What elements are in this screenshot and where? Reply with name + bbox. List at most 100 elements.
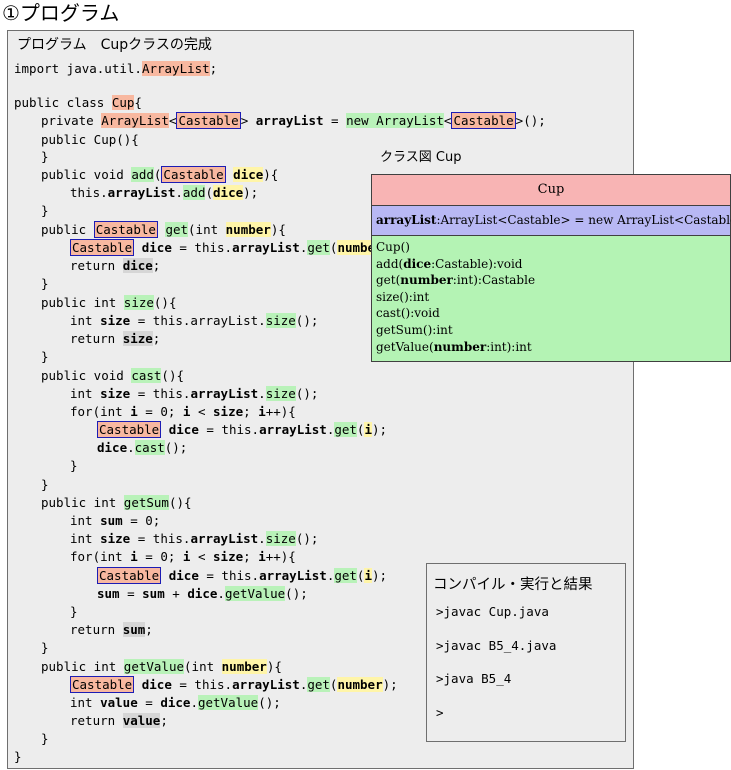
code-text: this. [70,185,108,200]
code-text: public Cup(){ [41,132,139,147]
code-text: ; [160,713,168,728]
code-token-var: dice [168,568,199,583]
code-token-var: arrayList [232,677,300,692]
code-text: + [164,586,188,601]
code-text: . [299,240,308,255]
code-text: ; [152,331,161,346]
code-token-var: dice [187,586,218,601]
uml-operation-param: number [433,339,487,354]
code-text: } [41,203,49,218]
code-token-mth: add [182,185,206,200]
code-text: (); [295,386,319,401]
code-token-var: arrayList [190,531,259,546]
code-token-var: size [100,386,131,401]
code-token-ylw: number [225,222,271,237]
code-text: = [323,113,347,128]
code-text: . [190,695,198,710]
code-text: (); [285,586,308,601]
code-text: ( [205,185,214,200]
code-line: int sum = 0; [70,512,160,530]
uml-operation: cast():void [376,305,730,322]
code-line: dice.cast(); [97,439,187,457]
code-line: public Cup(){ [41,131,139,149]
code-text: int [70,531,101,546]
code-token-mth: getValue [123,659,185,674]
code-text [134,677,142,692]
code-line: public int getSum(){ [41,494,192,512]
code-text [161,568,169,583]
result-panel: コンパイル・実行と結果 >javac Cup.java >javac B5_4.… [426,563,626,742]
code-text: ); [371,568,388,583]
code-text: ( [356,422,365,437]
code-text: . [175,185,183,200]
code-line: for(int i = 0; i < size; i++){ [70,548,296,566]
code-line: } [41,639,49,657]
code-text: public void [41,368,132,383]
code-line: Castable dice = this.arrayList.get(i); [97,567,387,585]
code-token-cls: Cup [111,95,135,110]
code-token-var: arrayList [190,386,259,401]
code-text: (int [184,659,222,674]
code-token-var: i [130,404,138,419]
code-line: Castable dice = this.arrayList.get(i); [97,421,387,439]
code-token-ylw: dice [213,185,244,200]
uml-operation-post: :int):Castable [452,273,536,288]
code-token-mth: cast [134,440,165,455]
code-token-var: value [100,695,138,710]
code-text: > [240,113,256,128]
uml-operation-pre: add( [376,256,404,271]
code-token-box: Castable [70,676,135,693]
code-line: public void cast(){ [41,367,184,385]
code-line: } [41,275,49,293]
uml-operation-pre: size():int [376,289,430,304]
code-text: public [41,222,94,237]
code-text: = [119,586,143,601]
code-line: return value; [70,712,168,730]
code-token-var: i [182,549,191,564]
uml-operation: Cup() [376,239,730,256]
code-text: (){ [161,368,184,383]
code-token-box: Castable [176,112,241,129]
code-text: < [190,549,214,564]
code-token-var: i [258,404,266,419]
code-text: = this. [198,422,260,437]
code-token-ylw: i [364,568,372,583]
code-token-var: size [213,404,244,419]
code-token-ylw: i [364,422,372,437]
code-line: public int getValue(int number){ [41,658,282,676]
code-token-var: arrayList [259,568,327,583]
uml-attribute-type: :ArrayList<Castable> = new ArrayList<Cas… [436,213,731,227]
code-token-var: dice [168,422,199,437]
code-text: . [299,677,308,692]
code-text: ( [329,240,338,255]
uml-operation: get(number:int):Castable [376,272,730,289]
code-line: public void add(Castable dice){ [41,166,278,184]
code-line: int size = this.arrayList.size(); [70,312,318,330]
code-text: public int [41,295,124,310]
code-line: int size = this.arrayList.size(); [70,385,318,403]
code-token-var: dice [141,677,172,692]
code-text: for(int [70,549,131,564]
code-text: { [134,95,142,110]
code-line: import java.util.ArrayList; [14,60,217,78]
code-text: return [70,258,123,273]
code-text: ); [243,185,259,200]
code-token-gry: dice [122,258,153,273]
code-line: return sum; [70,621,153,639]
code-text: } [70,458,78,473]
code-token-box: Castable [93,221,158,238]
code-text: < [168,113,177,128]
code-token-var: size [100,531,131,546]
uml-operation-post: :Castable):void [431,256,523,271]
code-text: = [137,695,161,710]
code-text: return [70,713,123,728]
code-token-mth: new ArrayList [346,113,444,128]
code-text: ){ [263,167,279,182]
code-text: ; [243,404,259,419]
code-text: . [326,422,335,437]
code-line: private ArrayList<Castable> arrayList = … [41,112,546,130]
code-token-box: Castable [451,112,516,129]
code-text: = this. [171,677,233,692]
code-text: public int [41,495,124,510]
code-text: ++){ [265,549,296,564]
